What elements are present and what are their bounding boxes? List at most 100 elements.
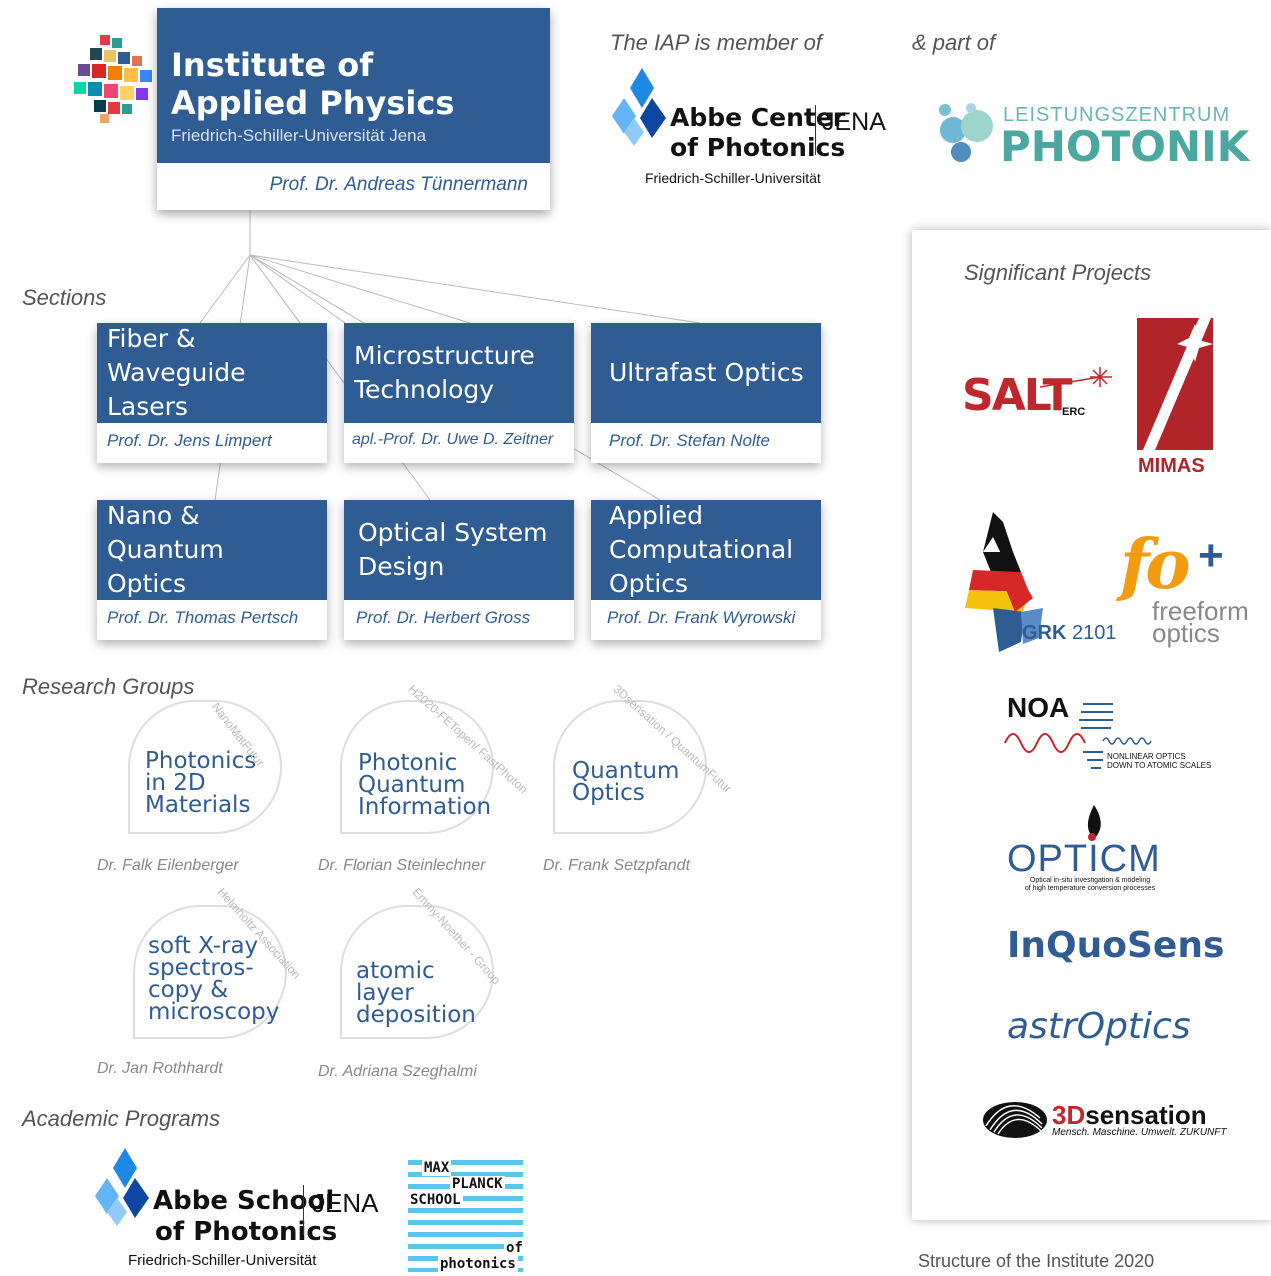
section-name: Nano & Quantum Optics [107,501,224,598]
3dsensation-logo: 3Dsensation [1052,1100,1207,1131]
3dsensation-word: sensation [1085,1100,1207,1130]
section-name: Optical System Design [358,518,548,581]
section-name: Microstructure Technology [354,341,535,404]
research-group-outline [340,905,494,1039]
abbe-center-city: JENA [822,108,886,136]
institute-university: Friedrich-Schiller-Universität Jena [171,126,427,145]
research-group-name: Photonic Quantum Information [358,750,492,820]
3dsensation-3d: 3D [1052,1100,1086,1130]
mimas-logo-icon [1137,318,1213,450]
grk-label: GRK 2101 [1022,622,1117,645]
3dsensation-icon [983,1102,1047,1138]
abbe-center-icon [612,68,666,146]
research-group-outline [133,905,287,1039]
abbe-center-line1: Abbe Center [670,103,846,132]
astroptics-logo: astrOptics [1007,1006,1191,1047]
institute-title-line1: Institute of [171,46,374,84]
research-group-name: soft X-ray spectros- copy & microscopy [148,933,280,1025]
institute-title-line2: Applied Physics [171,84,455,122]
section-name: Applied Computational Optics [609,501,794,598]
research-group-head: Dr. Florian Steinlechner [318,857,486,874]
research-group-name: atomic layer deposition [356,958,476,1028]
3dsensation-subtitle: Mensch. Maschine. Umwelt. ZUKUNFT [1052,1127,1227,1138]
research-group-head: Dr. Frank Setzpfandt [543,857,691,874]
opticm-sub-line2: of high temperature conversion processes [1024,885,1156,892]
part-of-label: & part of [912,30,996,55]
abbe-school-city: JENA [312,1188,379,1218]
grk-number: 2101 [1072,622,1117,644]
abbe-school-university: Friedrich-Schiller-Universität [128,1252,317,1269]
section-fiber-waveguide-lasers: Fiber & Waveguide Lasers Prof. Dr. Jens … [97,323,327,463]
freeform-line2: optics [1152,618,1220,648]
freeform-line1: freeform [1152,596,1249,626]
research-groups-label: Research Groups [22,674,195,699]
research-group-head: Dr. Jan Rothhardt [97,1060,223,1077]
laser-burst-icon [1040,367,1112,388]
section-head: Prof. Dr. Jens Limpert [107,431,272,450]
noa-logo: NOA [1007,692,1070,723]
max-planck-school-logo: MAX PLANCK SCHOOL of photonics [408,1160,525,1272]
grk-text: GRK [1022,622,1067,644]
research-group-head: Dr. Adriana Szeghalmi [318,1063,477,1080]
institute-logo-icon [74,35,152,123]
research-group-outline [340,700,494,834]
fo-logo: fo [1120,525,1191,605]
section-head: apl.-Prof. Dr. Uwe D. Zeitner [352,431,554,448]
section-optical-system-design: Optical System Design Prof. Dr. Herbert … [344,500,574,640]
abbe-school-line2: of Photonics [155,1217,338,1247]
research-group-name: Quantum Optics [572,758,680,806]
inquosens-logo: InQuoSens [1007,925,1225,966]
section-nano-quantum-optics: Nano & Quantum Optics Prof. Dr. Thomas P… [97,500,327,640]
noa-sub-line2: DOWN TO ATOMIC SCALES [1107,761,1212,770]
grk-logo-icon [965,512,1043,652]
max-planck-line3: SCHOOL [408,1192,463,1208]
research-group-name: Photonics in 2D Materials [145,748,257,818]
abbe-school-icon [95,1148,149,1226]
institute-header: Institute of Applied Physics Friedrich-S… [157,8,550,163]
max-planck-line4: of [504,1240,525,1256]
freeform-optics-label: freeform optics [1152,596,1249,648]
abbe-center-line2: of Photonics [670,133,846,162]
institute-title: Institute of Applied Physics [171,46,541,122]
mimas-label: MIMAS [1138,455,1205,477]
figure-caption: Structure of the Institute 2020 [918,1251,1155,1271]
opticm-subtitle: Optical in-situ investigation & modeling… [1020,877,1160,893]
leistungszentrum-line2: PHOTONIK [1000,122,1250,171]
salt-logo: SALT [962,370,1073,421]
opticm-sub-line1: Optical in-situ investigation & modeling [1029,877,1151,884]
member-label: The IAP is member of [610,30,822,55]
section-head: Prof. Dr. Stefan Nolte [609,431,770,450]
noa-wave-icon [1004,703,1152,769]
abbe-school-logo: Abbe School of Photonics [153,1186,337,1248]
opticm-logo: OPTICM [1007,838,1161,880]
abbe-school-line1: Abbe School [153,1186,335,1216]
abbe-center-logo: Abbe Center of Photonics [670,103,845,163]
section-head: Prof. Dr. Thomas Pertsch [107,608,299,627]
noa-subtitle: NONLINEAR OPTICS DOWN TO ATOMIC SCALES [1107,752,1211,770]
leistungszentrum-line1: LEISTUNGSZENTRUM [1003,104,1231,126]
section-name: Fiber & Waveguide Lasers [107,324,246,421]
plus-icon: + [1198,531,1224,580]
salt-erc: ERC [1062,406,1086,418]
research-group-outline [128,700,282,834]
section-name: Ultrafast Optics [609,358,804,387]
leistungszentrum-icon [939,103,993,162]
section-head: Prof. Dr. Herbert Gross [356,608,531,627]
sections-label: Sections [22,285,107,310]
institute-box: Institute of Applied Physics Friedrich-S… [157,8,550,210]
projects-label: Significant Projects [964,260,1152,285]
abbe-center-university: Friedrich-Schiller-Universität [645,170,821,186]
section-microstructure-technology: Microstructure Technology apl.-Prof. Dr.… [344,323,574,463]
max-planck-line5: photonics [438,1256,518,1272]
research-group-outline [553,700,707,834]
max-planck-line2: PLANCK [450,1176,505,1192]
section-head: Prof. Dr. Frank Wyrowski [607,608,796,627]
section-ultrafast-optics: Ultrafast Optics Prof. Dr. Stefan Nolte [591,323,821,463]
section-applied-computational-optics: Applied Computational Optics Prof. Dr. F… [591,500,821,640]
noa-sub-line1: NONLINEAR OPTICS [1107,752,1186,761]
academic-programs-label: Academic Programs [22,1106,221,1131]
research-group-head: Dr. Falk Eilenberger [97,857,239,874]
flame-icon [1087,805,1101,841]
institute-head: Prof. Dr. Andreas Tünnermann [269,174,528,195]
max-planck-line1: MAX [422,1160,452,1176]
